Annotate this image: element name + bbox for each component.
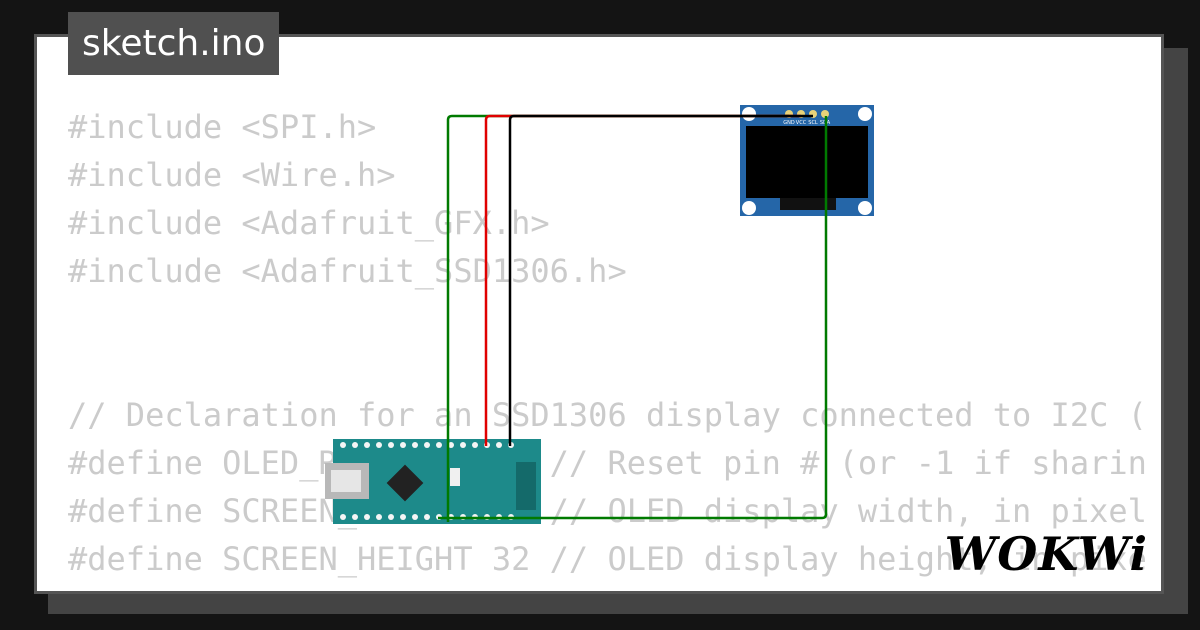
oled-ribbon xyxy=(780,198,836,210)
pin-label-gnd: GND xyxy=(783,120,795,126)
nano-pin[interactable] xyxy=(364,514,370,520)
nano-pin[interactable] xyxy=(424,442,430,448)
nano-pin[interactable] xyxy=(412,442,418,448)
nano-pin[interactable] xyxy=(436,442,442,448)
nano-pin[interactable] xyxy=(340,514,346,520)
pin-label-vcc: VCC xyxy=(796,120,807,126)
wokwi-logo: WOKWi xyxy=(944,527,1148,581)
nano-pin[interactable] xyxy=(376,442,382,448)
usb-port-inner xyxy=(331,470,361,492)
reset-button[interactable] xyxy=(450,468,460,486)
nano-pin[interactable] xyxy=(352,442,358,448)
nano-pin[interactable] xyxy=(340,442,346,448)
nano-pin[interactable] xyxy=(424,514,430,520)
oled-screen xyxy=(746,126,868,198)
nano-pin[interactable] xyxy=(460,442,466,448)
nano-pin[interactable] xyxy=(472,442,478,448)
nano-pin[interactable] xyxy=(388,442,394,448)
icsp-header xyxy=(516,462,536,510)
nano-pin[interactable] xyxy=(448,442,454,448)
code-line: // Declaration for an SSD1306 display co… xyxy=(68,396,1147,434)
nano-pin[interactable] xyxy=(496,442,502,448)
nano-pin[interactable] xyxy=(400,514,406,520)
nano-pin[interactable] xyxy=(352,514,358,520)
wire-red[interactable] xyxy=(484,114,801,446)
arduino-nano[interactable] xyxy=(325,439,541,524)
nano-pin[interactable] xyxy=(400,442,406,448)
code-line: #include <Adafruit_SSD1306.h> xyxy=(68,252,627,290)
file-tab[interactable]: sketch.ino xyxy=(68,12,280,75)
wire-black[interactable] xyxy=(508,114,813,446)
code-line: #include <Adafruit_GFX.h> xyxy=(68,204,550,242)
mounting-hole xyxy=(742,201,756,215)
pin-label-scl: SCL xyxy=(808,120,818,126)
code-line: #include <SPI.h> xyxy=(68,108,377,146)
oled-display[interactable]: GND VCC SCL SDA xyxy=(740,105,874,216)
code-line: #include <Wire.h> xyxy=(68,156,396,194)
mounting-hole xyxy=(858,201,872,215)
nano-pin[interactable] xyxy=(412,514,418,520)
nano-pin[interactable] xyxy=(376,514,382,520)
wires xyxy=(438,114,828,522)
nano-pin[interactable] xyxy=(364,442,370,448)
wire-green-left[interactable] xyxy=(446,114,789,522)
microcontroller-chip xyxy=(386,464,424,502)
nano-pin[interactable] xyxy=(388,514,394,520)
mounting-hole xyxy=(742,107,756,121)
wire-green-right[interactable] xyxy=(438,116,828,520)
mounting-hole xyxy=(858,107,872,121)
preview-card: #include <SPI.h> #include <Wire.h> #includ… xyxy=(34,34,1164,594)
code-line: #define OLED_RESET 4 // Reset pin # (or … xyxy=(68,444,1147,482)
